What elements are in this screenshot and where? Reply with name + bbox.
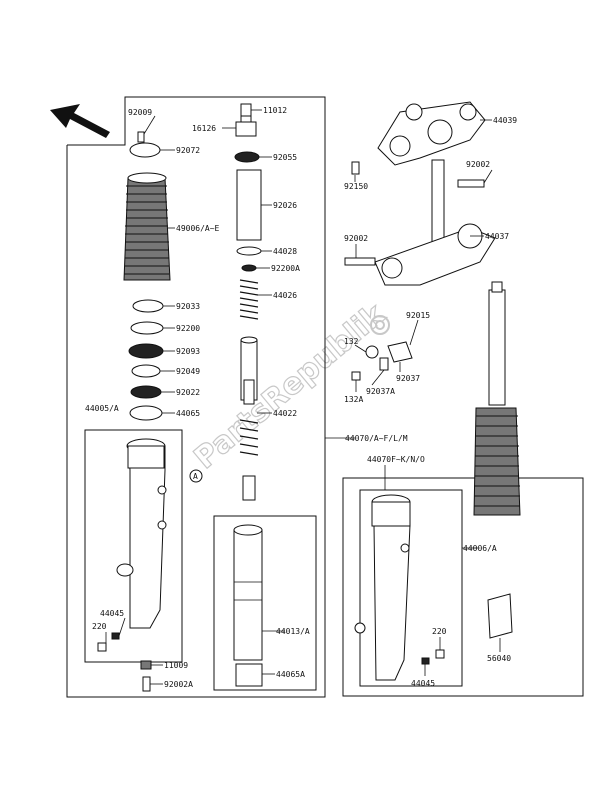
bushing-44065a (235, 663, 263, 687)
fork-assembly-frame (66, 96, 326, 698)
oring-92055 (234, 151, 260, 163)
leader-lines (105, 109, 501, 685)
label-132: 132 (344, 337, 359, 346)
washer-44045-left (111, 632, 120, 640)
svg-text:PartsRepublik: PartsRepublik (188, 297, 393, 477)
label-92002-lower: 92002 (344, 234, 368, 243)
label-44028: 44028 (273, 247, 297, 256)
label-92200: 92200 (176, 324, 200, 333)
bushing-44065 (129, 405, 163, 421)
spring-44026 (239, 278, 259, 324)
label-92037a: 92037A (366, 387, 395, 396)
label-92002-upper: 92002 (466, 160, 490, 169)
inner-tube-44013 (233, 524, 263, 661)
guard-56040 (487, 593, 513, 639)
clamp-92072 (129, 142, 161, 158)
label-92037: 92037 (396, 374, 420, 383)
fork-assembly-frame-right (342, 477, 584, 697)
outer-tube-frame-left (84, 429, 183, 663)
label-44065: 44065 (176, 409, 200, 418)
label-44070f: 44070F~K/N/O (367, 455, 425, 464)
label-220-left: 220 (92, 622, 107, 631)
inner-tube-frame (213, 515, 317, 691)
label-92033: 92033 (176, 302, 200, 311)
label-92072: 92072 (176, 146, 200, 155)
front-arrow-icon (50, 104, 110, 138)
dust-boot-49006 (123, 172, 171, 281)
bolt-220-right (435, 649, 445, 659)
stem-lower-bracket-44037 (374, 159, 496, 286)
outer-tube-right (354, 494, 411, 681)
label-92093: 92093 (176, 347, 200, 356)
label-16126: 16126 (192, 124, 216, 133)
bolt-92009 (137, 131, 145, 143)
callout-a-left (189, 469, 203, 483)
damper-rod-44022 (239, 336, 259, 501)
label-44026: 44026 (273, 291, 297, 300)
callout-a-left-label: A (193, 472, 198, 481)
outer-tube-frame-right (359, 489, 463, 687)
washer-44045-right (421, 657, 430, 665)
label-92049: 92049 (176, 367, 200, 376)
plug-11009 (140, 660, 152, 670)
label-220-right: 220 (432, 627, 447, 636)
bolt-220-left (97, 642, 107, 652)
outer-tube-44005 (116, 438, 167, 629)
label-92055: 92055 (273, 153, 297, 162)
label-92002a: 92002A (164, 680, 193, 689)
ring-92049 (131, 364, 161, 378)
label-56040: 56040 (487, 654, 511, 663)
label-132a: 132A (344, 395, 363, 404)
washer-44028 (236, 246, 262, 256)
bracket-92037 (351, 341, 413, 381)
label-92009: 92009 (128, 108, 152, 117)
label-44039: 44039 (493, 116, 517, 125)
label-11009: 11009 (164, 661, 188, 670)
label-44005: 44005/A (85, 404, 119, 413)
label-92150: 92150 (344, 182, 368, 191)
spacer-92026 (236, 169, 262, 241)
upper-bracket-44039 (377, 101, 486, 166)
bolt-92002-lower (344, 257, 376, 266)
bolt-92002-upper (457, 179, 485, 188)
watermark: PartsRepublik (187, 296, 393, 477)
label-92026: 92026 (273, 201, 297, 210)
label-44013: 44013/A (276, 627, 310, 636)
seal-92093 (128, 343, 164, 359)
label-44022: 44022 (273, 409, 297, 418)
inner-tube-right (488, 281, 506, 406)
label-92015: 92015 (406, 311, 430, 320)
label-44045-left: 44045 (100, 609, 124, 618)
watermark-gear-icon (370, 315, 390, 335)
label-11012: 11012 (263, 106, 287, 115)
label-92200a: 92200A (271, 264, 300, 273)
bolt-92002a (142, 676, 151, 692)
bolt-92150 (351, 161, 360, 175)
ring-92033 (132, 299, 164, 313)
ring-92200 (130, 321, 164, 335)
label-44006: 44006/A (463, 544, 497, 553)
ring-92200a (241, 264, 257, 272)
label-92022: 92022 (176, 388, 200, 397)
dust-boot-44006 (473, 407, 521, 516)
oring-11012 (240, 103, 252, 117)
label-49006: 49006/A~E (176, 224, 220, 233)
label-44045-right: 44045 (411, 679, 435, 688)
label-44070: 44070/A~F/L/M (345, 434, 408, 443)
cap-16126 (235, 115, 257, 137)
washer-92022 (130, 385, 162, 399)
label-44037: 44037 (485, 232, 509, 241)
part-labels: 92009 92072 49006/A~E 92033 92200 92093 … (85, 106, 517, 689)
label-44065a: 44065A (276, 670, 305, 679)
